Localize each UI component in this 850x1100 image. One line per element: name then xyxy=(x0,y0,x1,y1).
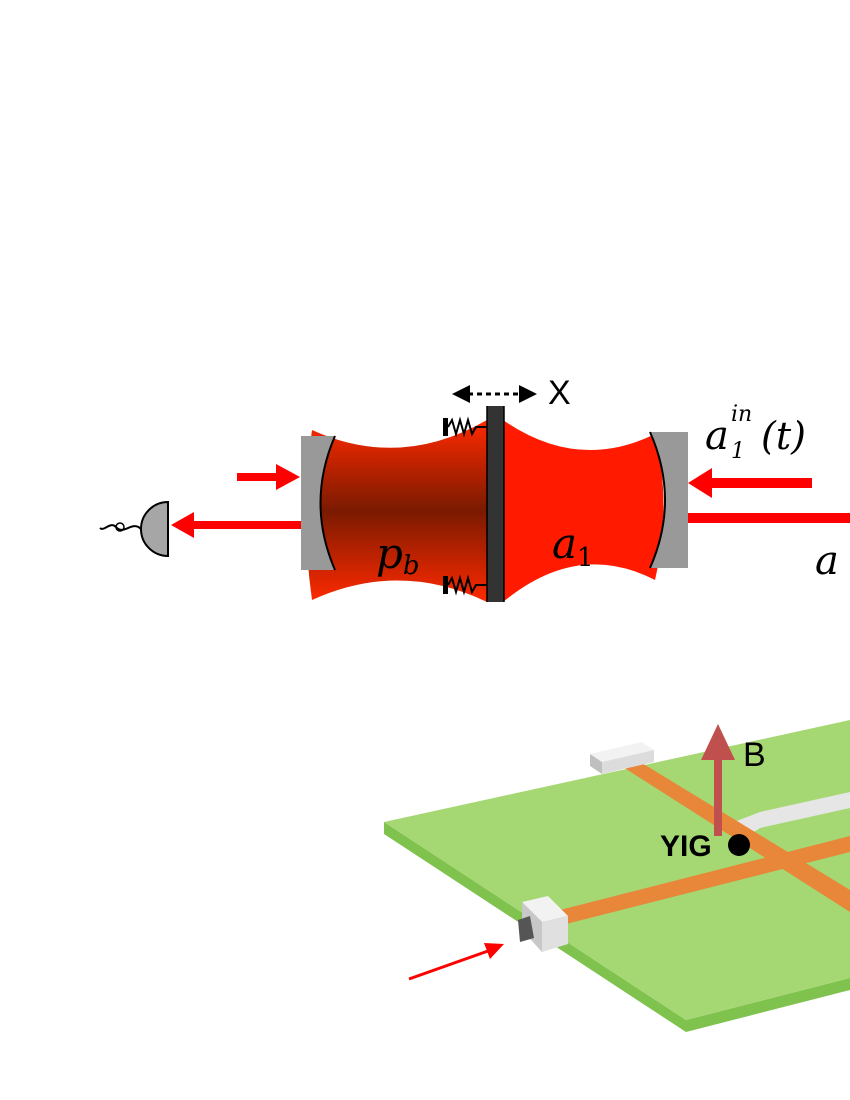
left-cavity-field xyxy=(306,420,487,602)
input-arrow-right xyxy=(688,468,812,498)
connector-left xyxy=(518,896,568,952)
magnon-setup: B YIG xyxy=(384,720,850,1032)
mode-right-label: a1 xyxy=(552,519,594,573)
svg-text:a: a xyxy=(705,413,729,459)
field-label: B xyxy=(743,736,766,774)
displacement-label: X xyxy=(548,374,571,412)
left-mirror-surface xyxy=(319,435,336,571)
photodetector-icon xyxy=(99,500,169,558)
svg-text:in: in xyxy=(731,402,752,427)
connector-top xyxy=(590,742,654,774)
right-mirror xyxy=(650,432,688,568)
spring-top xyxy=(443,416,487,438)
optomechanical-setup: X pb a1 a in xyxy=(99,374,850,602)
output-arrow-left xyxy=(171,512,301,538)
stripline-diagonal xyxy=(612,757,850,912)
mode-left-label: pb xyxy=(376,529,420,581)
back-strip xyxy=(734,792,850,836)
circuit-board xyxy=(384,720,850,1020)
output-beam-right xyxy=(688,513,850,523)
pump-arrow-left xyxy=(237,464,300,490)
input-field-label: a in 1 (t) xyxy=(705,402,806,464)
svg-text:1: 1 xyxy=(731,439,745,464)
yig-sphere xyxy=(728,834,750,856)
displacement-arrow xyxy=(452,385,537,403)
microwave-input-arrow xyxy=(408,943,504,981)
svg-text:(t): (t) xyxy=(761,414,806,458)
yig-label: YIG xyxy=(660,830,712,863)
membrane xyxy=(487,406,504,602)
right-mirror-surface xyxy=(649,431,666,569)
spring-bottom xyxy=(443,574,487,596)
right-cavity-field xyxy=(503,420,664,602)
field-arrow xyxy=(701,724,735,836)
left-mirror xyxy=(301,436,335,570)
output-field-label: a xyxy=(815,538,839,584)
